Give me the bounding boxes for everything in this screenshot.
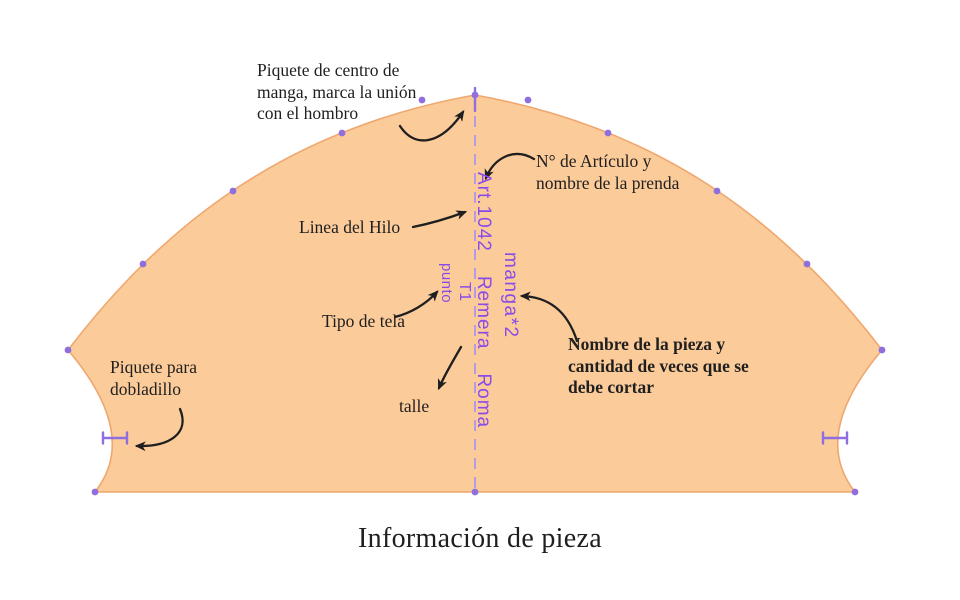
vertex-dot — [418, 96, 426, 104]
piece-name-arrow — [519, 291, 579, 343]
fabric-type-text: punto — [438, 263, 455, 304]
annotation-arrows — [134, 110, 579, 452]
vertex-dot — [338, 129, 346, 137]
vertex-dot — [713, 187, 721, 195]
vertex-dot — [803, 260, 811, 268]
vertex-dot — [91, 488, 99, 496]
article-label: N° de Artículo y nombre de la prenda — [536, 151, 680, 193]
grain-line-text: Art.1042 Remera Roma — [471, 172, 494, 428]
grain-line-label: Linea del Hilo — [299, 217, 401, 237]
piece-name-label: Nombre de la pieza y cantidad de veces q… — [568, 334, 749, 398]
garment-name-text: Remera — [473, 275, 494, 350]
vertex-dot — [64, 346, 72, 354]
center-notch-label: Piquete de centro de manga, marca la uni… — [257, 60, 417, 124]
article-number-text: Art.1042 — [473, 172, 494, 252]
hem-notch-label: Piquete para dobladillo — [110, 357, 197, 399]
vertex-dot — [471, 91, 479, 99]
hem-notch-mark-right — [821, 431, 849, 445]
vertex-dot — [524, 96, 532, 104]
size-arrow — [437, 345, 463, 391]
vertex-dot — [471, 488, 479, 496]
size-label: talle — [399, 396, 430, 416]
vertex-dot — [851, 488, 859, 496]
article-arrow — [484, 152, 536, 181]
piece-quantity-text: manga*2 — [500, 252, 521, 339]
fabric-label: Tipo de tela — [322, 311, 405, 331]
grain-line-arrow — [411, 210, 468, 229]
center-notch-arrow — [398, 110, 465, 142]
vertex-dots — [64, 91, 886, 496]
diagram-title: Información de pieza — [358, 523, 602, 554]
vertex-dot — [139, 260, 147, 268]
garment-model-text: Roma — [473, 373, 494, 429]
size-text: T1 — [456, 282, 473, 302]
fabric-arrow — [393, 290, 439, 319]
hem-notch-mark-left — [101, 431, 129, 445]
vertex-dot — [604, 129, 612, 137]
vertex-dot — [229, 187, 237, 195]
hem-notch-arrow — [134, 407, 184, 452]
vertex-dot — [878, 346, 886, 354]
